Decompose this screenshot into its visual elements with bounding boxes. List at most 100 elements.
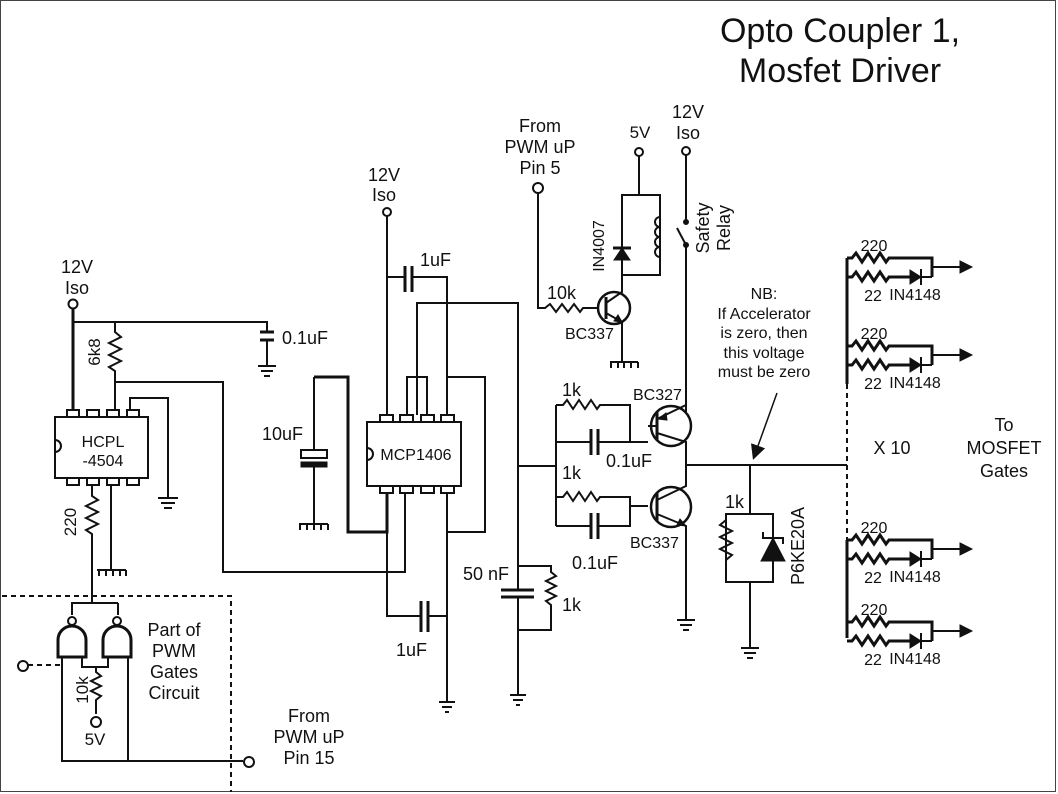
capacitor-10uf <box>300 449 328 459</box>
resistor-22-label: 22 <box>864 288 882 305</box>
output-label-1: To <box>994 415 1013 435</box>
pwm-pin5-label-3: Pin 5 <box>519 158 560 178</box>
note-line-2: If Accelerator <box>717 306 811 323</box>
chassis-ground-icon <box>97 569 127 576</box>
resistor-1k-50nf-label: 1k <box>562 595 582 615</box>
pwm-pin15-label-3: Pin 15 <box>283 748 334 768</box>
wire <box>73 321 268 332</box>
diode-in4148-label: IN4148 <box>889 651 941 668</box>
resistor-22-label: 22 <box>864 570 882 587</box>
supply-12v-label: 12V <box>61 257 93 277</box>
output-label-3: Gates <box>980 461 1028 481</box>
output-arrow-icon <box>959 624 974 638</box>
note-arrow-icon <box>751 392 778 460</box>
wire <box>920 354 960 373</box>
title-line-2: Mosfet Driver <box>739 52 941 90</box>
supply-5v-terminal <box>90 716 102 728</box>
resistor-1k-50nf <box>517 466 559 631</box>
output-arrow-icon <box>959 542 974 556</box>
resistor-10k-gate-label: 10k <box>73 676 92 704</box>
resistor-220 <box>83 485 101 603</box>
capacitor-50nf-label: 50 nF <box>463 564 509 584</box>
resistor-1k-top-label: 1k <box>562 380 582 400</box>
diode-in4148 <box>909 357 922 373</box>
push-pull-section: 1k 0.1uF BC327 1k 0.1uF BC337 <box>555 380 847 631</box>
capacitor-0-1uf-bottom <box>589 513 600 539</box>
wire <box>115 381 406 573</box>
tvs-label: P6KE20A <box>788 507 808 585</box>
ground-icon <box>258 365 276 377</box>
transistor-bc327-label: BC327 <box>633 387 682 404</box>
output-arrow-icon <box>959 348 974 362</box>
resistor-1k-bottom <box>556 490 648 527</box>
diode-in4007-label: IN4007 <box>591 220 608 272</box>
capacitor-10uf-plate <box>300 461 328 468</box>
resistor-6k8 <box>106 322 124 411</box>
diode-in4007 <box>613 247 631 261</box>
pwm-pin15-label-2: PWM uP <box>273 727 344 747</box>
emitter-arrow-icon <box>656 412 668 421</box>
tvs-diode-p6ke20a <box>760 536 786 562</box>
ground-icon <box>158 497 178 509</box>
supply-iso-label: Iso <box>676 123 700 143</box>
wire <box>386 493 447 617</box>
supply-12v-label: 12V <box>672 102 704 122</box>
hcpl-label-1: HCPL <box>82 434 125 451</box>
diode-in4148-label: IN4148 <box>889 569 941 586</box>
resistor-10k-gate <box>88 667 104 714</box>
title-block: Opto Coupler 1, Mosfet Driver <box>720 12 960 90</box>
ground-icon <box>677 619 695 631</box>
resistor-1k-bottom-label: 1k <box>562 463 582 483</box>
gates-label-3: Gates <box>150 662 198 682</box>
capacitor-0-1uf-label: 0.1uF <box>282 328 328 348</box>
relay-section: From PWM uP Pin 5 10k BC337 5V IN4007 12… <box>504 102 734 412</box>
resistor-1k-tvs-label: 1k <box>725 492 745 512</box>
pwm-pin5-terminal[interactable] <box>532 182 544 194</box>
supply-terminal <box>382 207 392 217</box>
capacitor-0-1uf <box>260 330 274 342</box>
nand-gate-2 <box>101 624 133 659</box>
relay-label-1: Safety <box>693 202 713 253</box>
gates-boundary <box>2 595 232 792</box>
diode-in4148 <box>909 269 922 285</box>
relay-switch-icon <box>676 227 687 246</box>
diode-in4148 <box>909 551 922 567</box>
pwm-pin15-label-1: From <box>288 706 330 726</box>
gate-input-terminal[interactable] <box>17 660 29 672</box>
supply-iso-label: Iso <box>65 278 89 298</box>
diode-in4148-label: IN4148 <box>889 287 941 304</box>
resistor-22 <box>847 633 910 648</box>
supply-5v-terminal <box>634 147 644 157</box>
resistor-220-label: 220 <box>861 520 888 537</box>
mcp1406-label: MCP1406 <box>380 447 451 464</box>
supply-terminal <box>67 298 79 310</box>
capacitor-0-1uf-top <box>589 429 600 455</box>
mcp1406-ic <box>366 421 462 487</box>
note-line-5: must be zero <box>718 364 811 381</box>
wire <box>406 376 428 415</box>
wire <box>920 630 960 649</box>
diode-in4148-label: IN4148 <box>889 375 941 392</box>
optocoupler-section: 12V Iso 6k8 0.1uF HCPL -4504 220 <box>54 257 406 603</box>
note-line-1: NB: <box>751 286 778 303</box>
resistor-220-label: 220 <box>61 508 80 536</box>
resistor-22 <box>847 551 910 566</box>
capacitor-1uf-top-label: 1uF <box>420 250 451 270</box>
title-line-1: Opto Coupler 1, <box>720 12 960 50</box>
hcpl-pins <box>66 409 140 486</box>
nand-gate-1 <box>56 624 88 659</box>
supply-terminal <box>681 146 691 156</box>
resistor-6k8-label: 6k8 <box>85 338 104 365</box>
pwm-pin5-label-2: PWM uP <box>504 137 575 157</box>
wire <box>416 302 519 466</box>
ic-notch <box>54 439 62 453</box>
relay-contact <box>683 219 689 225</box>
supply-5v-label: 5V <box>630 123 651 142</box>
multiplier-label: X 10 <box>873 438 910 458</box>
output-arrow-icon <box>959 260 974 274</box>
pwm-pin15-terminal[interactable] <box>243 756 255 768</box>
